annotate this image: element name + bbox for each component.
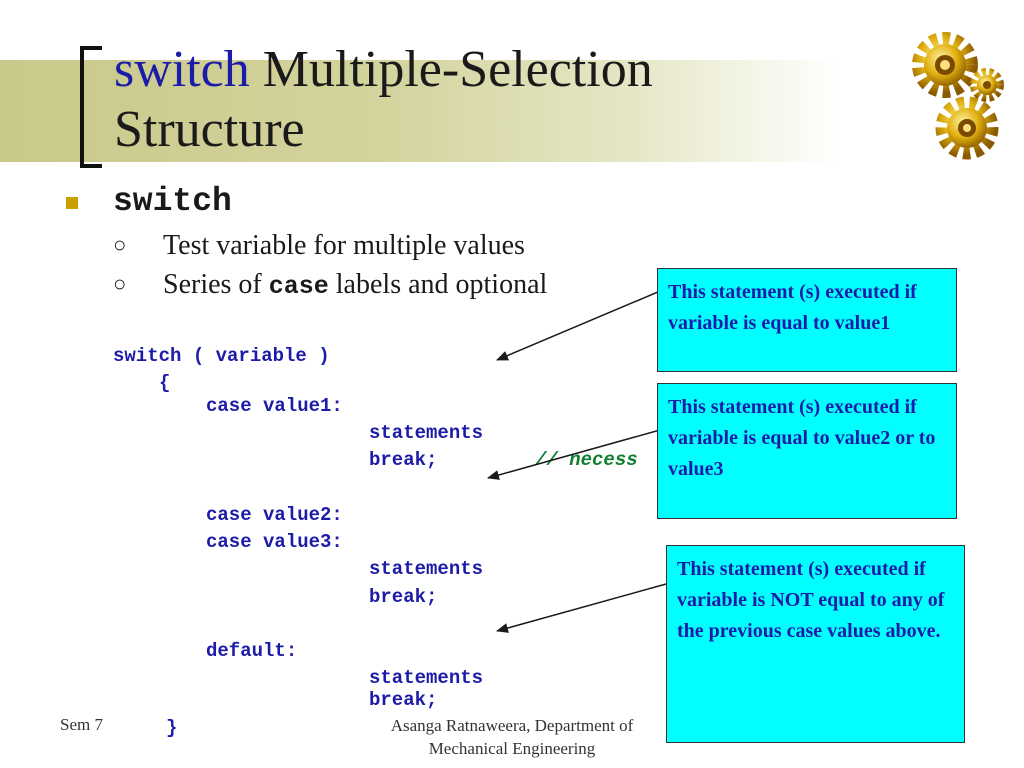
gears-icon	[912, 32, 1004, 160]
callout-box: This statement (s) executed if variable …	[666, 545, 965, 743]
circle-bullet-icon: ○	[113, 271, 127, 296]
title-band	[0, 60, 840, 162]
title-rest-line2: Structure	[114, 101, 305, 158]
title-bracket	[80, 46, 84, 168]
code-line: {	[159, 372, 171, 394]
footer-center-line1: Asanga Ratnaweera, Department of	[390, 716, 634, 735]
code-line: }	[166, 717, 178, 739]
code-line: default:	[206, 640, 298, 662]
code-line: break;	[369, 689, 438, 711]
title-keyword: switch	[114, 41, 250, 98]
code-line: case value2:	[206, 504, 343, 526]
code-line: case value3:	[206, 531, 343, 553]
code-line: break;	[369, 586, 438, 608]
sub-bullet-1-text: Test variable for multiple values	[163, 230, 525, 261]
sub-bullet-2-before: Series of	[163, 269, 262, 300]
footer-center-line2: Mechanical Engineering	[428, 739, 596, 758]
code-line: statements	[369, 422, 484, 444]
code-line: switch ( variable )	[113, 345, 330, 367]
title-bracket-bottom	[80, 164, 102, 168]
code-line: break;	[369, 449, 438, 471]
arrow-line	[496, 583, 667, 633]
title-rest-line1: Multiple-Selection	[262, 41, 653, 98]
footer-center: Asanga Ratnaweera, Department of Mechani…	[362, 714, 662, 760]
title-bracket-top	[80, 46, 102, 50]
sub-bullet-2-after: labels and optional	[335, 269, 548, 300]
code-line: case value1:	[206, 395, 343, 417]
sub-bullet-2-keyword: case	[268, 272, 329, 301]
callout-box: This statement (s) executed if variable …	[657, 383, 957, 519]
bullet-square	[66, 197, 78, 209]
footer-left: Sem 7	[60, 715, 103, 734]
code-line: statements	[369, 667, 484, 689]
callout-box: This statement (s) executed if variable …	[657, 268, 957, 372]
bullet-switch: switch	[113, 183, 232, 220]
circle-bullet-icon: ○	[113, 232, 127, 257]
code-line: statements	[369, 558, 484, 580]
sub-bullet-2-text: Series of case labels and optional	[163, 269, 547, 301]
code-comment: // necess	[535, 449, 638, 471]
